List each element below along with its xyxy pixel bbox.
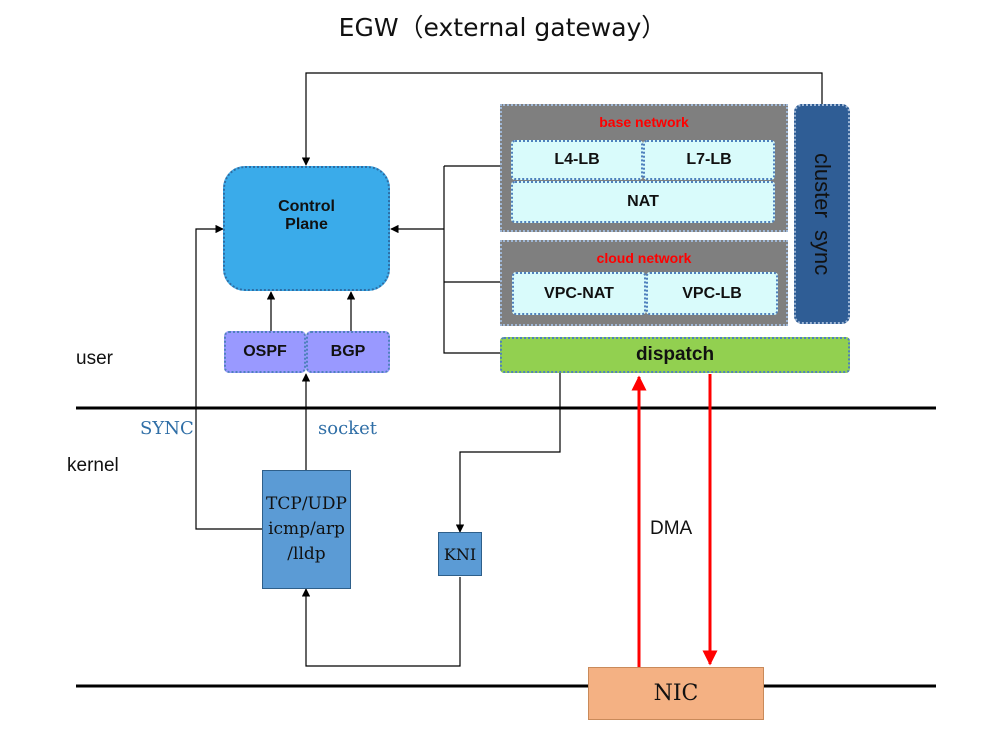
kernel-layer-label: kernel: [67, 455, 119, 476]
kni-node: KNI: [438, 532, 482, 576]
kernel-stack-node: TCP/UDP icmp/arp /lldp: [262, 470, 351, 589]
control-plane-node: Control Plane: [223, 166, 390, 291]
vpc-nat-node: VPC-NAT: [512, 272, 646, 315]
l4-lb-node: L4-LB: [511, 140, 643, 180]
cluster-sync-node: cluster sync: [794, 104, 850, 324]
vpc-lb-node: VPC-LB: [646, 272, 778, 315]
dma-annotation: DMA: [650, 518, 693, 539]
cluster-sync-feedback-line: [301, 72, 823, 166]
diagram-title: EGW（external gateway）: [338, 13, 667, 42]
dispatch-link: [443, 166, 500, 354]
nat-node: NAT: [511, 181, 775, 223]
ospf-node: OSPF: [224, 331, 306, 373]
socket-annotation: socket: [318, 418, 377, 439]
sync-annotation: SYNC: [140, 418, 194, 439]
bgp-node: BGP: [306, 331, 390, 373]
dispatch-node: dispatch: [500, 337, 850, 373]
user-layer-label: user: [76, 348, 113, 369]
cluster-sync-label: cluster sync: [810, 152, 835, 276]
dispatch-to-kni-line: [455, 373, 561, 533]
nic-node: NIC: [588, 667, 764, 720]
base-network-title: base network: [599, 114, 689, 130]
kni-to-tcp-line: [301, 577, 461, 667]
l7-lb-node: L7-LB: [643, 140, 775, 180]
sync-line: [195, 224, 262, 530]
cloud-network-title: cloud network: [596, 250, 692, 266]
